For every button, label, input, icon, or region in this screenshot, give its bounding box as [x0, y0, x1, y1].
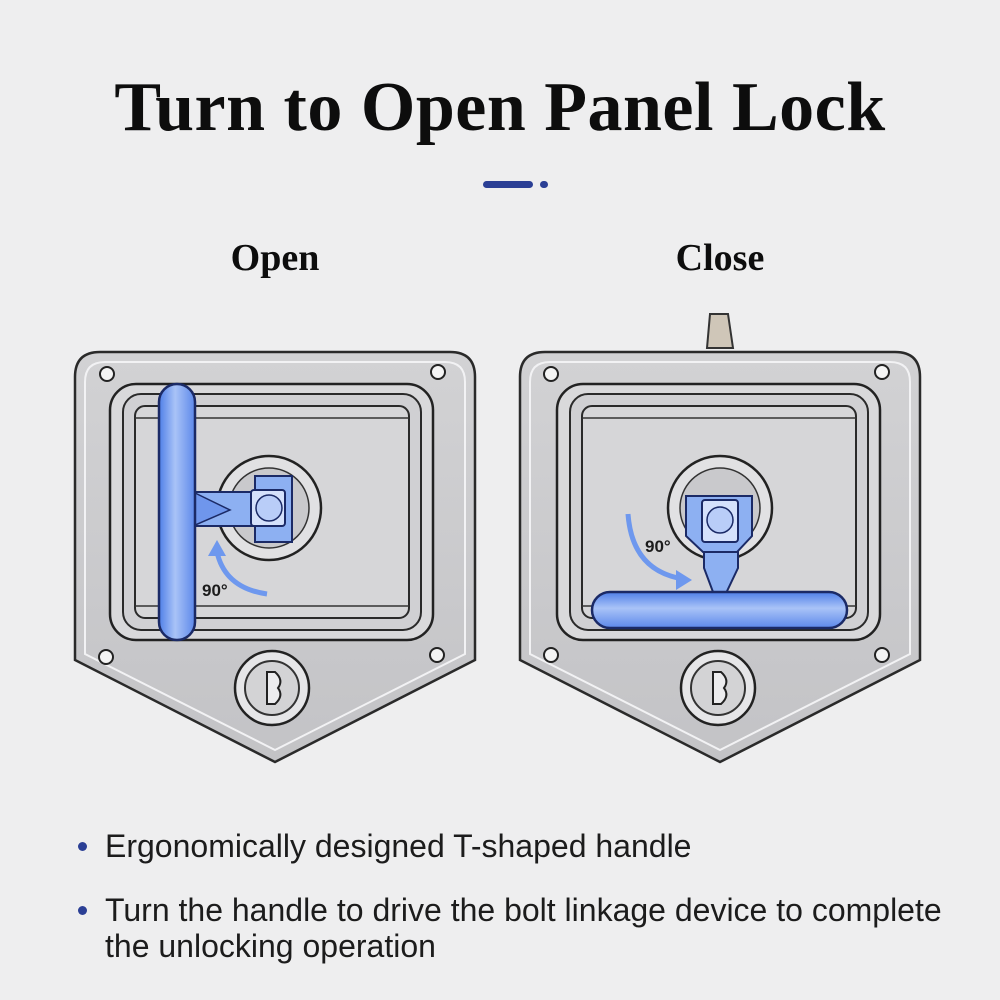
screw-hole — [543, 647, 559, 663]
title-divider-dot — [540, 181, 548, 188]
screw-hole — [874, 364, 890, 380]
feature-text: Turn the handle to drive the bolt linkag… — [105, 892, 942, 964]
screw-hole — [98, 649, 114, 665]
keyhole — [712, 671, 728, 705]
feature-text: Ergonomically designed T-shaped handle — [105, 828, 692, 864]
keyhole — [266, 671, 282, 705]
open-lock-illustration — [73, 350, 477, 764]
page-title: Turn to Open Panel Lock — [114, 69, 886, 146]
feature-list: Ergonomically designed T-shaped handle T… — [78, 828, 958, 992]
rotation-label-open: 90° — [202, 581, 228, 600]
rotation-label-close: 90° — [645, 537, 671, 556]
screw-hole — [543, 366, 559, 382]
bullet-icon — [78, 842, 87, 851]
rotation-arrow — [625, 513, 679, 581]
screw-hole — [430, 364, 446, 380]
close-label: Close — [675, 237, 765, 279]
title-divider-bar — [483, 181, 533, 188]
bullet-icon — [78, 906, 87, 915]
close-lock-illustration — [518, 313, 922, 764]
t-handle-bar — [157, 382, 197, 642]
t-handle-bar — [590, 590, 849, 630]
bolt-latch — [705, 313, 735, 349]
screw-hole — [874, 647, 890, 663]
feature-item: Turn the handle to drive the bolt linkag… — [78, 892, 958, 964]
screw-hole — [99, 366, 115, 382]
open-label: Open — [230, 237, 320, 279]
rotation-arrow — [214, 551, 268, 597]
feature-item: Ergonomically designed T-shaped handle — [78, 828, 958, 864]
screw-hole — [429, 647, 445, 663]
